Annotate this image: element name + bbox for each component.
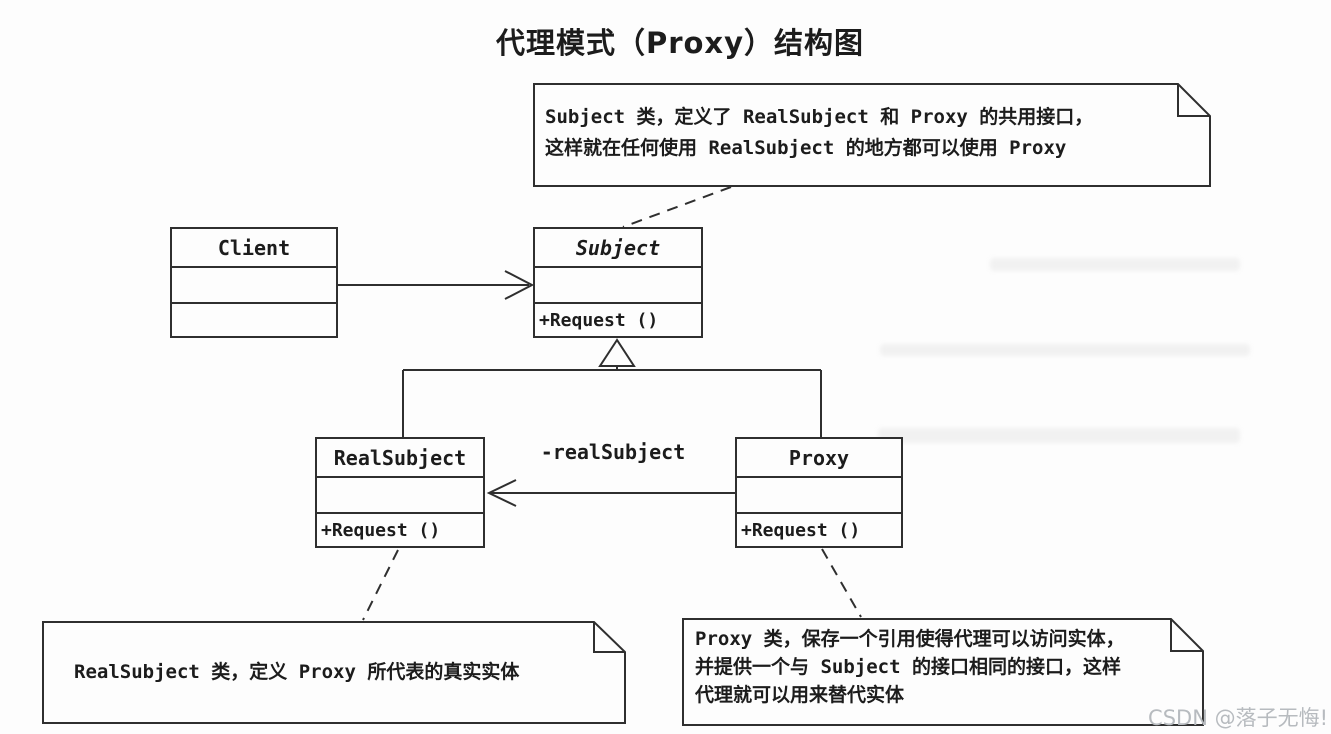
note-realsubject-line: RealSubject 类，定义 Proxy 所代表的真实实体 [74,661,520,683]
scan-artifact [990,258,1240,271]
note-paper-shape [682,618,1204,726]
class-client: Client [170,227,338,338]
proxy-note-link [821,548,862,618]
class-realsubject: RealSubject +Request () [315,437,485,548]
association-label-realsubject: -realSubject [540,440,686,464]
class-realsubject-methods: +Request () [321,519,441,541]
note-realsubject-text: RealSubject 类，定义 Proxy 所代表的真实实体 [74,657,519,688]
class-subject-name: Subject [535,229,701,268]
note-subject-text: Subject 类，定义了 RealSubject 和 Proxy 的共用接口，… [545,102,1093,164]
note-paper-shape [42,621,626,724]
class-subject: Subject +Request () [533,227,703,338]
note-proxy-line: 并提供一个与 Subject 的接口相同的接口，这样 [695,656,1121,678]
generalization-links [402,338,822,437]
class-subject-attributes [535,268,701,304]
note-subject-line: Subject 类，定义了 RealSubject 和 Proxy 的共用接口， [545,106,1094,128]
class-subject-methods: +Request () [539,309,659,331]
note-proxy-line: Proxy 类，保存一个引用使得代理可以访问实体， [695,628,1125,650]
note-realsubject: RealSubject 类，定义 Proxy 所代表的真实实体 [42,621,626,724]
proxy-realsubject-association [486,479,735,507]
subject-note-link [622,186,732,228]
class-client-methods [172,304,336,336]
class-proxy-name: Proxy [737,439,901,478]
class-proxy-methods: +Request () [741,519,861,541]
page-title: 代理模式（Proxy）结构图 [495,26,865,60]
class-realsubject-name: RealSubject [317,439,483,478]
class-proxy-attributes [737,478,901,514]
class-client-name: Client [172,229,336,268]
note-subject-line: 这样就在任何使用 RealSubject 的地方都可以使用 Proxy [545,137,1067,159]
note-proxy: Proxy 类，保存一个引用使得代理可以访问实体， 并提供一个与 Subject… [682,618,1204,726]
watermark: CSDN @落子无悔! [1148,706,1328,730]
scan-artifact [880,344,1250,356]
realsubject-note-link [362,549,399,621]
scan-artifact [878,428,1240,443]
note-subject: Subject 类，定义了 RealSubject 和 Proxy 的共用接口，… [533,83,1211,187]
class-proxy: Proxy +Request () [735,437,903,548]
class-client-attributes [172,268,336,304]
note-paper-shape [533,83,1211,187]
note-proxy-line: 代理就可以用来替代实体 [695,684,905,706]
client-subject-association [338,270,535,300]
note-proxy-text: Proxy 类，保存一个引用使得代理可以访问实体， 并提供一个与 Subject… [695,625,1125,709]
class-realsubject-attributes [317,478,483,514]
